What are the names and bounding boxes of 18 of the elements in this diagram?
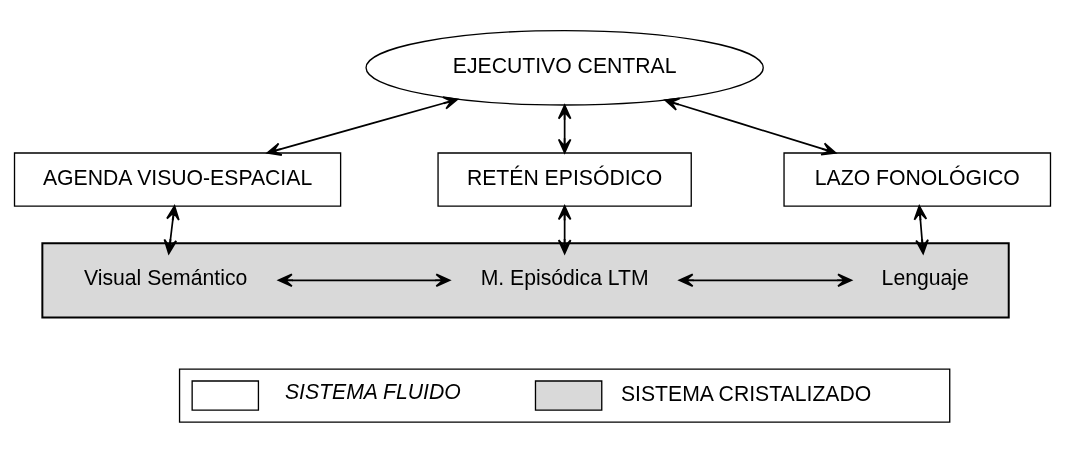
node-box: LAZO FONOLÓGICO — [783, 152, 1052, 207]
node-text: M. Episódica LTM — [480, 266, 649, 290]
node-box: AGENDA VISUO-ESPACIAL — [13, 152, 342, 207]
node-ellipse: EJECUTIVO CENTRAL — [365, 29, 764, 106]
arrow — [913, 205, 929, 255]
arrow — [163, 205, 180, 255]
arrow — [557, 205, 572, 255]
legend-label: SISTEMA CRISTALIZADO — [620, 381, 872, 405]
legend-label: SISTEMA FLUIDO — [284, 380, 461, 404]
node-text: Lenguaje — [881, 266, 969, 290]
arrow — [678, 273, 853, 288]
node-box: RETÉN EPISÓDICO — [437, 152, 692, 207]
cluster — [41, 242, 1010, 319]
arrow — [557, 104, 572, 154]
arrow — [277, 273, 451, 288]
node-text: Visual Semántico — [83, 266, 248, 290]
arrow — [266, 96, 459, 156]
arrow — [664, 97, 837, 156]
